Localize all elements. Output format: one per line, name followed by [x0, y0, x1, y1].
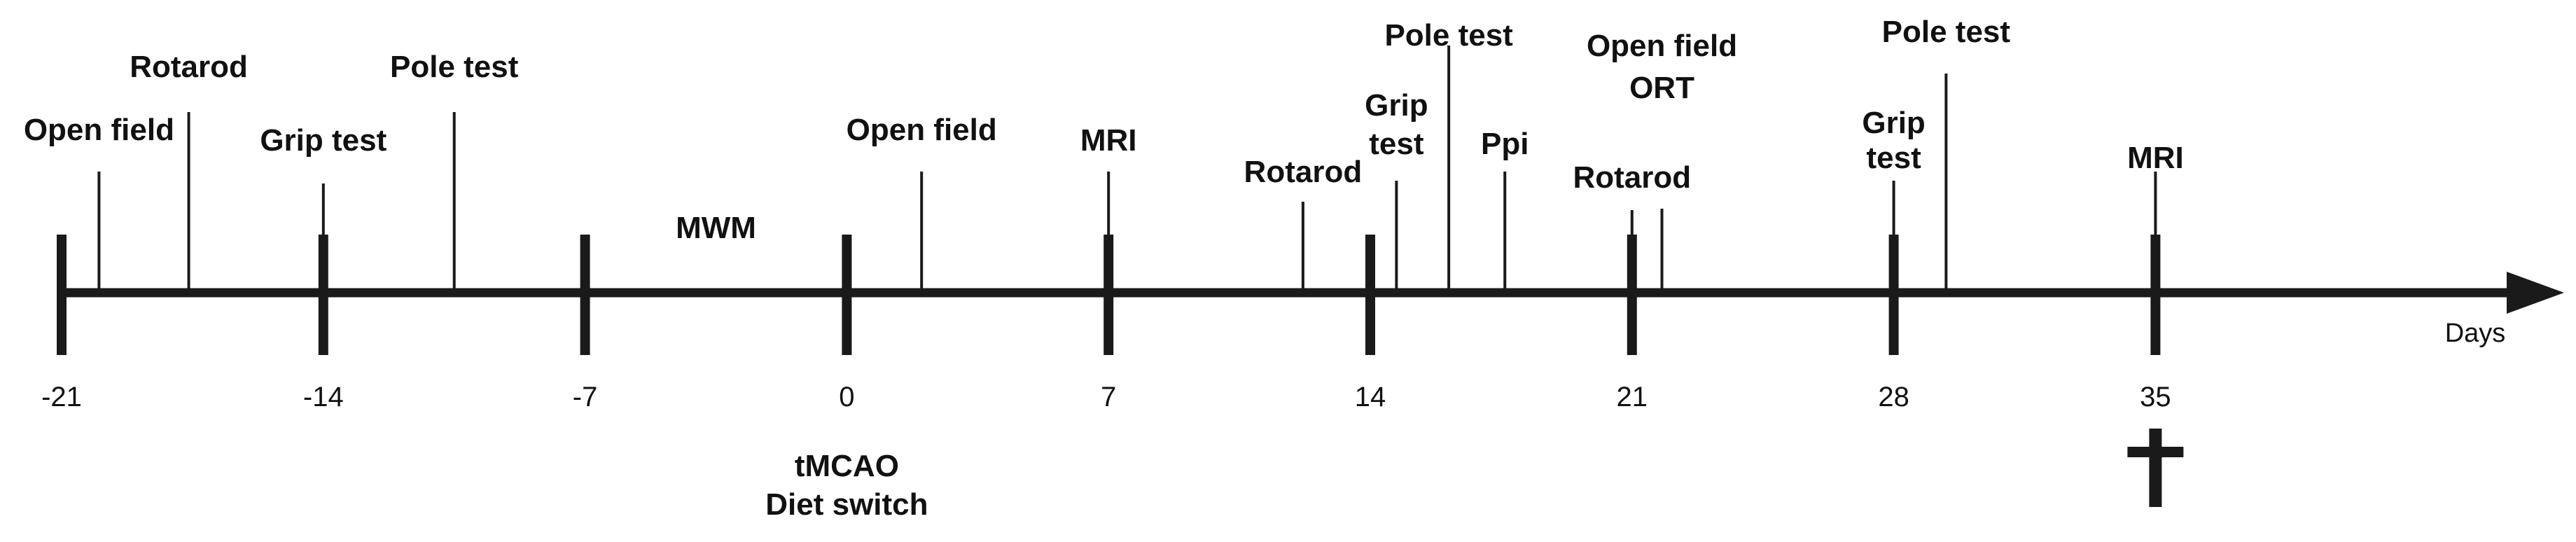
- tick-day-21: [1627, 235, 1637, 355]
- tick-label-day-14: 14: [1355, 382, 1386, 412]
- tick-day--21: [57, 235, 67, 355]
- below-label-tmcao-diet-switch-2: Diet switch: [765, 487, 928, 522]
- event-label-grip-test-3-1: Grip: [1862, 106, 1925, 140]
- event-label-mri-2: MRI: [2127, 141, 2184, 175]
- event-label-open-field-ort-2: ORT: [1629, 71, 1694, 105]
- axis-arrowhead: [2507, 272, 2564, 314]
- tick-day--14: [318, 235, 328, 355]
- cross-icon: [2127, 429, 2184, 507]
- event-label-grip-test-2-2: test: [1369, 127, 1424, 161]
- tick-day--7: [580, 235, 590, 355]
- tick-day-0: [842, 235, 852, 355]
- tick-day-28: [1888, 235, 1899, 355]
- event-label-mri-1: MRI: [1080, 123, 1137, 158]
- tick-day-14: [1365, 235, 1375, 355]
- tick-label-day-7: 7: [1101, 382, 1116, 412]
- event-label-grip-test-1: Grip test: [260, 123, 387, 158]
- event-label-grip-test-3-2: test: [1866, 141, 1921, 175]
- tick-label-day-0: 0: [839, 382, 854, 412]
- tick-label-day-28: 28: [1878, 382, 1909, 412]
- tick-day-35: [2150, 235, 2161, 355]
- axis-unit-label: Days: [2445, 319, 2506, 348]
- tick-label-day--14: -14: [303, 382, 344, 412]
- tick-label-day-35: 35: [2140, 382, 2171, 412]
- below-label-tmcao-diet-switch-1: tMCAO: [795, 449, 899, 483]
- event-label-rotarod-3: Rotarod: [1573, 160, 1691, 195]
- tick-day-7: [1103, 235, 1114, 355]
- tick-label-day-21: 21: [1617, 382, 1648, 412]
- event-label-ppi: Ppi: [1481, 127, 1529, 161]
- event-label-open-field-ort-1: Open field: [1587, 29, 1737, 63]
- event-label-pole-test-2: Pole test: [1384, 18, 1513, 53]
- event-label-grip-test-2-1: Grip: [1365, 88, 1428, 123]
- event-label-pole-test-3: Pole test: [1882, 15, 2011, 49]
- event-label-pole-test-1: Pole test: [390, 50, 519, 84]
- tick-label-day--21: -21: [41, 382, 82, 412]
- tick-label-day--7: -7: [573, 382, 598, 412]
- event-label-mwm: MWM: [676, 211, 756, 245]
- event-label-open-field-1: Open field: [24, 113, 174, 147]
- event-label-rotarod-1: Rotarod: [130, 50, 248, 84]
- event-label-rotarod-2: Rotarod: [1244, 155, 1363, 189]
- event-label-open-field-2: Open field: [847, 113, 997, 147]
